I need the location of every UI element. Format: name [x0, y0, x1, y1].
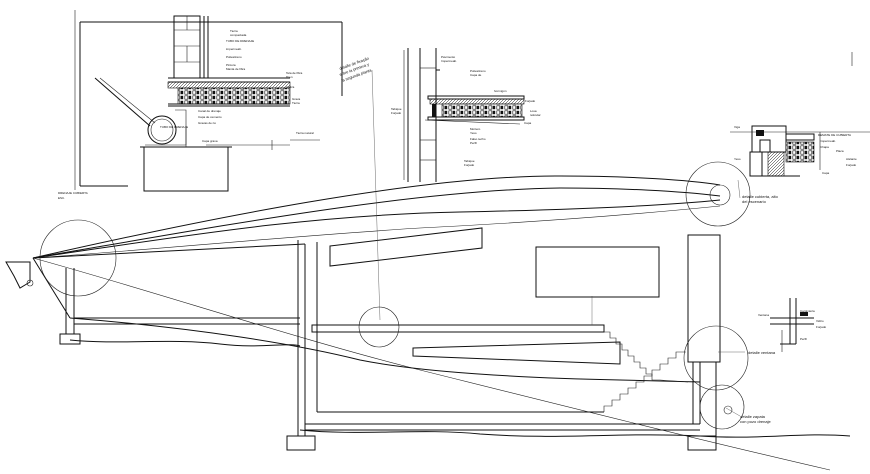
callout-cobertura-2: del escenario: [742, 199, 767, 204]
drawing-label: Caliza: [286, 85, 295, 89]
drawing-label: Manta de fibra: [226, 67, 246, 71]
lower-slot: [412, 341, 621, 365]
detail-c-roof-edge: REMATE DE CUBIERTA Impermeab. Chapa Plac…: [730, 52, 870, 177]
detail-circle-roof-inner: [709, 184, 731, 206]
drawing-label: Impermeab.: [820, 139, 836, 143]
drawing-label: Tierra: [292, 101, 300, 105]
upper-opening: [329, 227, 483, 267]
detail-d-window: Carpinteria Ventana Vidrio Forjado Perfi…: [758, 298, 827, 352]
drawing-label: Losa: [530, 109, 537, 113]
roof-inner-curve: [32, 205, 721, 259]
drawing-label: Perfil: [800, 337, 807, 341]
main-section: detalle de fixação entre la primera y la…: [5, 55, 851, 471]
drawing-label: Capa grava: [202, 139, 218, 143]
long-diagonal: [32, 257, 831, 471]
drawing-label: Forjado: [391, 111, 402, 115]
drawing-label: Aislante: [846, 157, 857, 161]
drawing-label: Tierra: [230, 29, 238, 33]
drawing-label: REMATE DE CUBIERTA: [818, 133, 851, 137]
drawing-label: compactada: [230, 33, 247, 37]
drawing-label: Falso techo: [470, 137, 486, 141]
drawing-label: Tabique: [391, 107, 402, 111]
drawing-label: Tabique: [464, 159, 475, 163]
drawing-label: Carpinteria: [800, 309, 815, 313]
drawing-label: Perfil: [470, 141, 477, 145]
drawing-label: Dren: [286, 75, 293, 79]
left-tip-detail: [5, 261, 31, 289]
drawing-label: Capa de cemento: [198, 115, 222, 119]
detail-circle-tip: [39, 219, 117, 297]
detail-b-slab: Pavimento Impermeab. Poliestireno Capa d…: [391, 48, 541, 182]
drawing-label: Forjado: [846, 163, 857, 167]
stairs-lower: [603, 351, 686, 412]
drawing-label: Pavimento: [441, 55, 456, 59]
callout-ventana: detalle ventana: [748, 350, 776, 355]
drawing-label: reticular: [530, 113, 541, 117]
drawing-label: Capa de: [470, 73, 482, 77]
drawing-label: Poliestireno: [226, 55, 242, 59]
drawing-label: Placa: [836, 149, 844, 153]
drawing-label: Tierra natural: [296, 131, 314, 135]
detail-circle-footing: [699, 384, 745, 430]
detail-circle-window: [683, 325, 749, 391]
drawing-label: Pintura: [226, 63, 236, 67]
drawing-label: Forjado: [464, 163, 475, 167]
drawing-label: Chapa: [820, 145, 829, 149]
drawing-label: Capa: [524, 121, 532, 125]
roof-under-curve: [32, 199, 721, 259]
drawing-label: Grava: [292, 97, 301, 101]
drawing-label: Canal de drenaje: [198, 109, 221, 113]
drain-pipe: [147, 115, 177, 145]
detail-a-footing: [143, 146, 229, 192]
drawing-label: Forjado: [525, 99, 536, 103]
roof-top-curve: [32, 175, 721, 259]
drawing-label: Viga: [734, 125, 740, 129]
drawing-label: Yeso: [470, 131, 477, 135]
right-wall-top: [687, 234, 721, 363]
footing-right: [687, 435, 717, 451]
drawing-label: Gravas de rio: [198, 121, 216, 125]
detail-circle-slab: [358, 306, 400, 348]
drawing-label: TUBO DE DRENAJE: [160, 125, 188, 129]
callout-zapata: detalle zapata: [740, 414, 766, 419]
drawing-label: Vidrio: [816, 319, 824, 323]
ground-line-right: [299, 429, 851, 438]
callout-zapata-2: con pozo drenaje: [740, 419, 771, 424]
detail-a-drainage: Tierra compactada TUBO DE DRENAJE imperm…: [58, 10, 343, 200]
upper-right-window: [535, 246, 660, 298]
ramp-curve: [69, 317, 701, 383]
drawing-label: Poliestireno: [470, 69, 486, 73]
drawing-label: impermeab.: [226, 47, 242, 51]
drawing-label: Capa: [822, 171, 830, 175]
drawing-label: TUBO DE DRENAJE: [226, 39, 254, 43]
drawing-label: ESC.: [58, 196, 65, 200]
drawing-label: Ventana: [758, 313, 769, 317]
left-footing: [59, 333, 81, 345]
drawing-label: Forjado: [816, 325, 827, 329]
callout-cobertura: detalle cubierta, alto: [742, 194, 779, 199]
left-tip-circle: [26, 279, 34, 287]
detail-circle-roof: [685, 161, 751, 227]
drawing-label: Yeso: [734, 157, 741, 161]
drawing-label: hormigón: [494, 89, 507, 93]
drawing-label: Impermeab.: [441, 59, 457, 63]
drawing-label: DRENAJE CUBIERTA: [58, 191, 88, 195]
stairs: [604, 331, 689, 383]
roof-top-curve-2: [32, 187, 721, 259]
ground-line: [69, 339, 301, 347]
footing-left: [286, 435, 316, 451]
drawing-label: Mortero: [470, 127, 481, 131]
drawing-label: Tela de fibra: [286, 71, 303, 75]
mid-slab: [311, 324, 605, 333]
